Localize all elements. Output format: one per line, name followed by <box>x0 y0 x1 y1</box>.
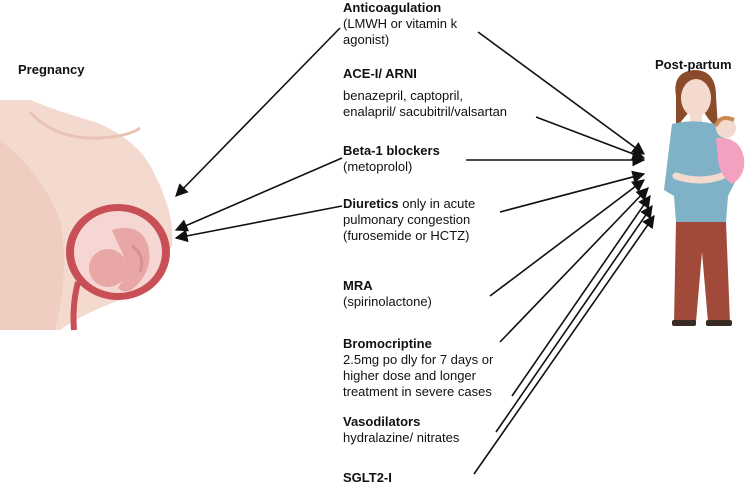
drug-name: ACE-I/ ARNI <box>343 66 417 81</box>
drug-detail: pulmonary congestion <box>343 212 471 227</box>
belly-shadow <box>0 140 64 330</box>
arrow-diuretics-to-postpartum <box>499 170 646 213</box>
arrow-betablocker-to-pregnancy <box>174 157 343 232</box>
drug-beta1-blockers: Beta-1 blockers (metoprolol) <box>343 143 440 175</box>
arrow-acei-to-postpartum <box>535 116 646 160</box>
arrow-mra-to-postpartum <box>489 179 646 297</box>
fetus-body <box>112 227 150 292</box>
drug-detail: (metoprolol) <box>343 159 413 174</box>
drug-detail: enalapril/ sacubitril/valsartan <box>343 104 508 119</box>
drug-name: Vasodilators <box>343 414 421 429</box>
drug-name: Beta-1 blockers <box>343 143 440 158</box>
fetus-head <box>89 249 127 287</box>
baby-hair <box>714 116 735 127</box>
drug-vasodilators: Vasodilators hydralazine/ nitrates <box>343 414 459 446</box>
mother-shoe-left <box>672 320 696 326</box>
drug-detail: (spirinolactone) <box>343 294 432 309</box>
arrow-anticoagulation-to-postpartum <box>477 31 646 155</box>
arrow-bromocriptine-to-postpartum <box>499 187 649 343</box>
arrow-diuretics-to-pregnancy <box>174 205 343 243</box>
baby-head <box>716 118 736 138</box>
drug-bromocriptine: Bromocriptine 2.5mg po dly for 7 days or… <box>343 336 493 400</box>
drug-anticoagulation: Anticoagulation (LMWH or vitamin k agoni… <box>343 0 457 48</box>
drug-diuretics: Diuretics only in acute pulmonary conges… <box>343 196 475 244</box>
postpartum-title: Post-partum <box>655 57 732 72</box>
arrow-bromocriptine2-to-postpartum <box>511 194 651 397</box>
drug-detail: benazepril, captopril, <box>343 88 463 103</box>
drug-detail: (furosemide or HCTZ) <box>343 228 470 243</box>
drug-sglt2i: SGLT2-I <box>343 470 392 486</box>
drug-acei-arni: ACE-I/ ARNI benazepril, captopril, enala… <box>343 66 507 120</box>
drug-detail: treatment in severe cases <box>343 384 492 399</box>
baby-body <box>716 137 745 184</box>
mother-pants <box>674 222 730 322</box>
drug-detail: hydralazine/ nitrates <box>343 430 460 445</box>
arrow-anticoagulation-to-pregnancy <box>175 27 341 197</box>
drug-name: SGLT2-I <box>343 470 392 485</box>
mother-shoe-right <box>706 320 732 326</box>
fetus-limb <box>131 244 144 273</box>
mother-arm <box>672 172 726 184</box>
arrow-vasodilators-to-postpartum <box>495 204 653 433</box>
drug-detail: 2.5mg po dly for 7 days or <box>343 352 494 367</box>
mother-face <box>681 79 711 117</box>
breast-contour <box>28 110 141 140</box>
arrow-sglt2-to-postpartum <box>473 214 655 475</box>
drug-detail: higher dose and longer <box>343 368 476 383</box>
drug-name: Bromocriptine <box>343 336 432 351</box>
drug-name: Diuretics <box>343 196 399 211</box>
drug-name: Anticoagulation <box>343 0 442 15</box>
drug-detail: (LMWH or vitamin k <box>343 16 458 31</box>
drug-name-suffix: only in acute <box>398 196 476 211</box>
drug-detail: agonist) <box>343 32 390 47</box>
drug-mra: MRA (spirinolactone) <box>343 278 432 310</box>
mother-neck <box>690 112 702 124</box>
drug-name: MRA <box>343 278 373 293</box>
birth-canal <box>70 281 81 331</box>
pregnancy-title: Pregnancy <box>18 62 85 77</box>
